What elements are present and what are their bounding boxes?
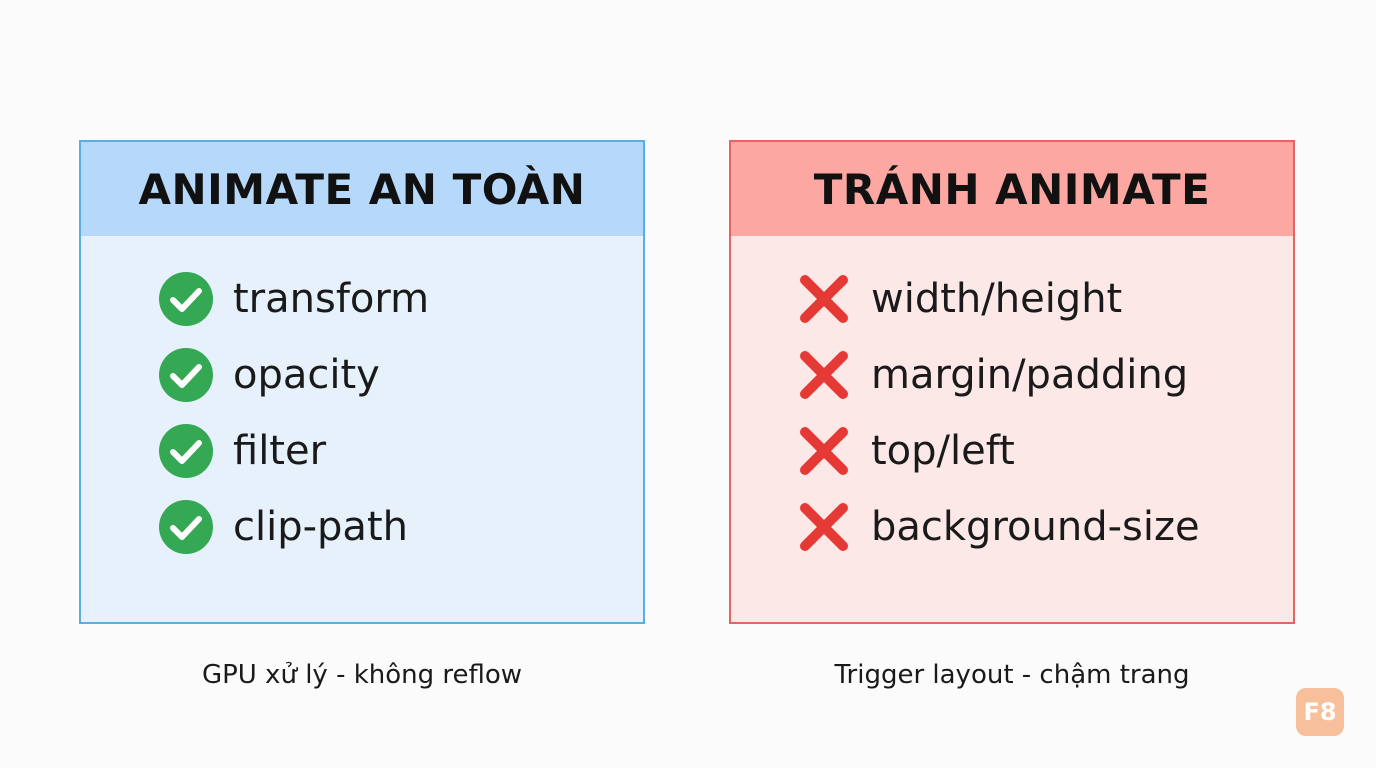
f8-logo: F8 [1296, 688, 1344, 736]
cross-icon [797, 272, 851, 326]
list-item: width/height [797, 272, 1200, 326]
list-item: top/left [797, 424, 1200, 478]
safe-list: transform opacity filter clip-path [159, 272, 429, 576]
cross-icon [797, 500, 851, 554]
list-item-label: top/left [871, 428, 1015, 474]
list-item: clip-path [159, 500, 429, 554]
list-item: opacity [159, 348, 429, 402]
avoid-caption: Trigger layout - chậm trang [834, 660, 1190, 690]
list-item: background-size [797, 500, 1200, 554]
safe-panel: ANIMATE AN TOÀN transform opacity filter… [79, 140, 645, 624]
list-item-label: margin/padding [871, 352, 1189, 398]
list-item: margin/padding [797, 348, 1200, 402]
cross-icon [797, 348, 851, 402]
safe-panel-title: ANIMATE AN TOÀN [81, 142, 643, 236]
list-item-label: background-size [871, 504, 1200, 550]
avoid-panel-title: TRÁNH ANIMATE [731, 142, 1293, 236]
check-icon [159, 500, 213, 554]
check-icon [159, 272, 213, 326]
list-item-label: filter [233, 428, 327, 474]
cross-icon [797, 424, 851, 478]
check-icon [159, 424, 213, 478]
list-item: transform [159, 272, 429, 326]
list-item-label: transform [233, 276, 430, 322]
avoid-list: width/height margin/padding top/left bac… [797, 272, 1200, 576]
list-item: filter [159, 424, 429, 478]
list-item-label: width/height [871, 276, 1123, 322]
safe-caption: GPU xử lý - không reflow [201, 660, 523, 690]
list-item-label: opacity [233, 352, 380, 398]
list-item-label: clip-path [233, 504, 408, 550]
avoid-panel: TRÁNH ANIMATE width/height margin/paddin… [729, 140, 1295, 624]
check-icon [159, 348, 213, 402]
